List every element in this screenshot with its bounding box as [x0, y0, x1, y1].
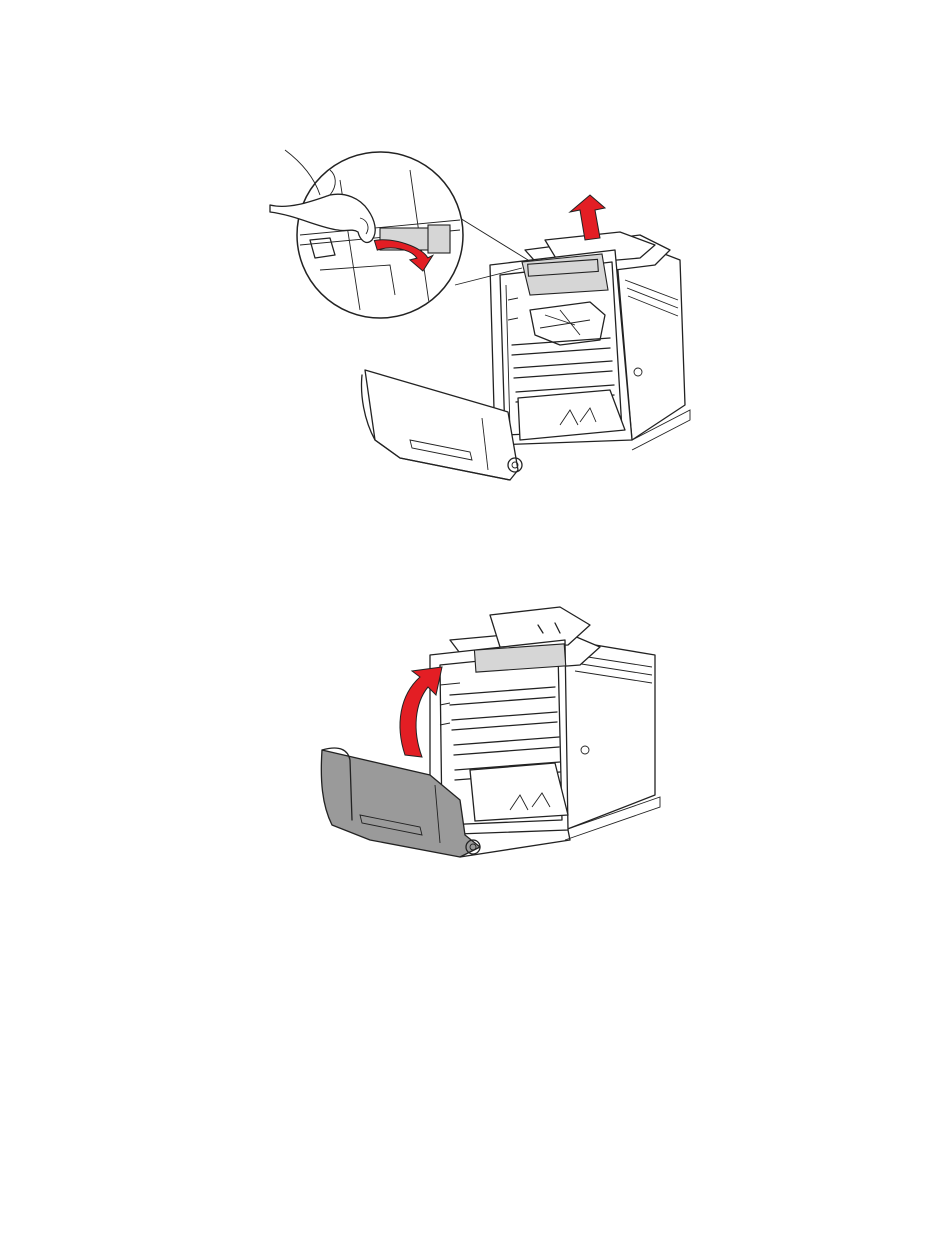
printer-illustration [260, 140, 720, 490]
printer-illustration [300, 585, 670, 865]
figure-close-front-cover [300, 585, 670, 865]
arrow-up-icon [570, 195, 605, 240]
figure-remove-jammed-paper [260, 140, 720, 490]
zoom-callout [270, 150, 463, 318]
